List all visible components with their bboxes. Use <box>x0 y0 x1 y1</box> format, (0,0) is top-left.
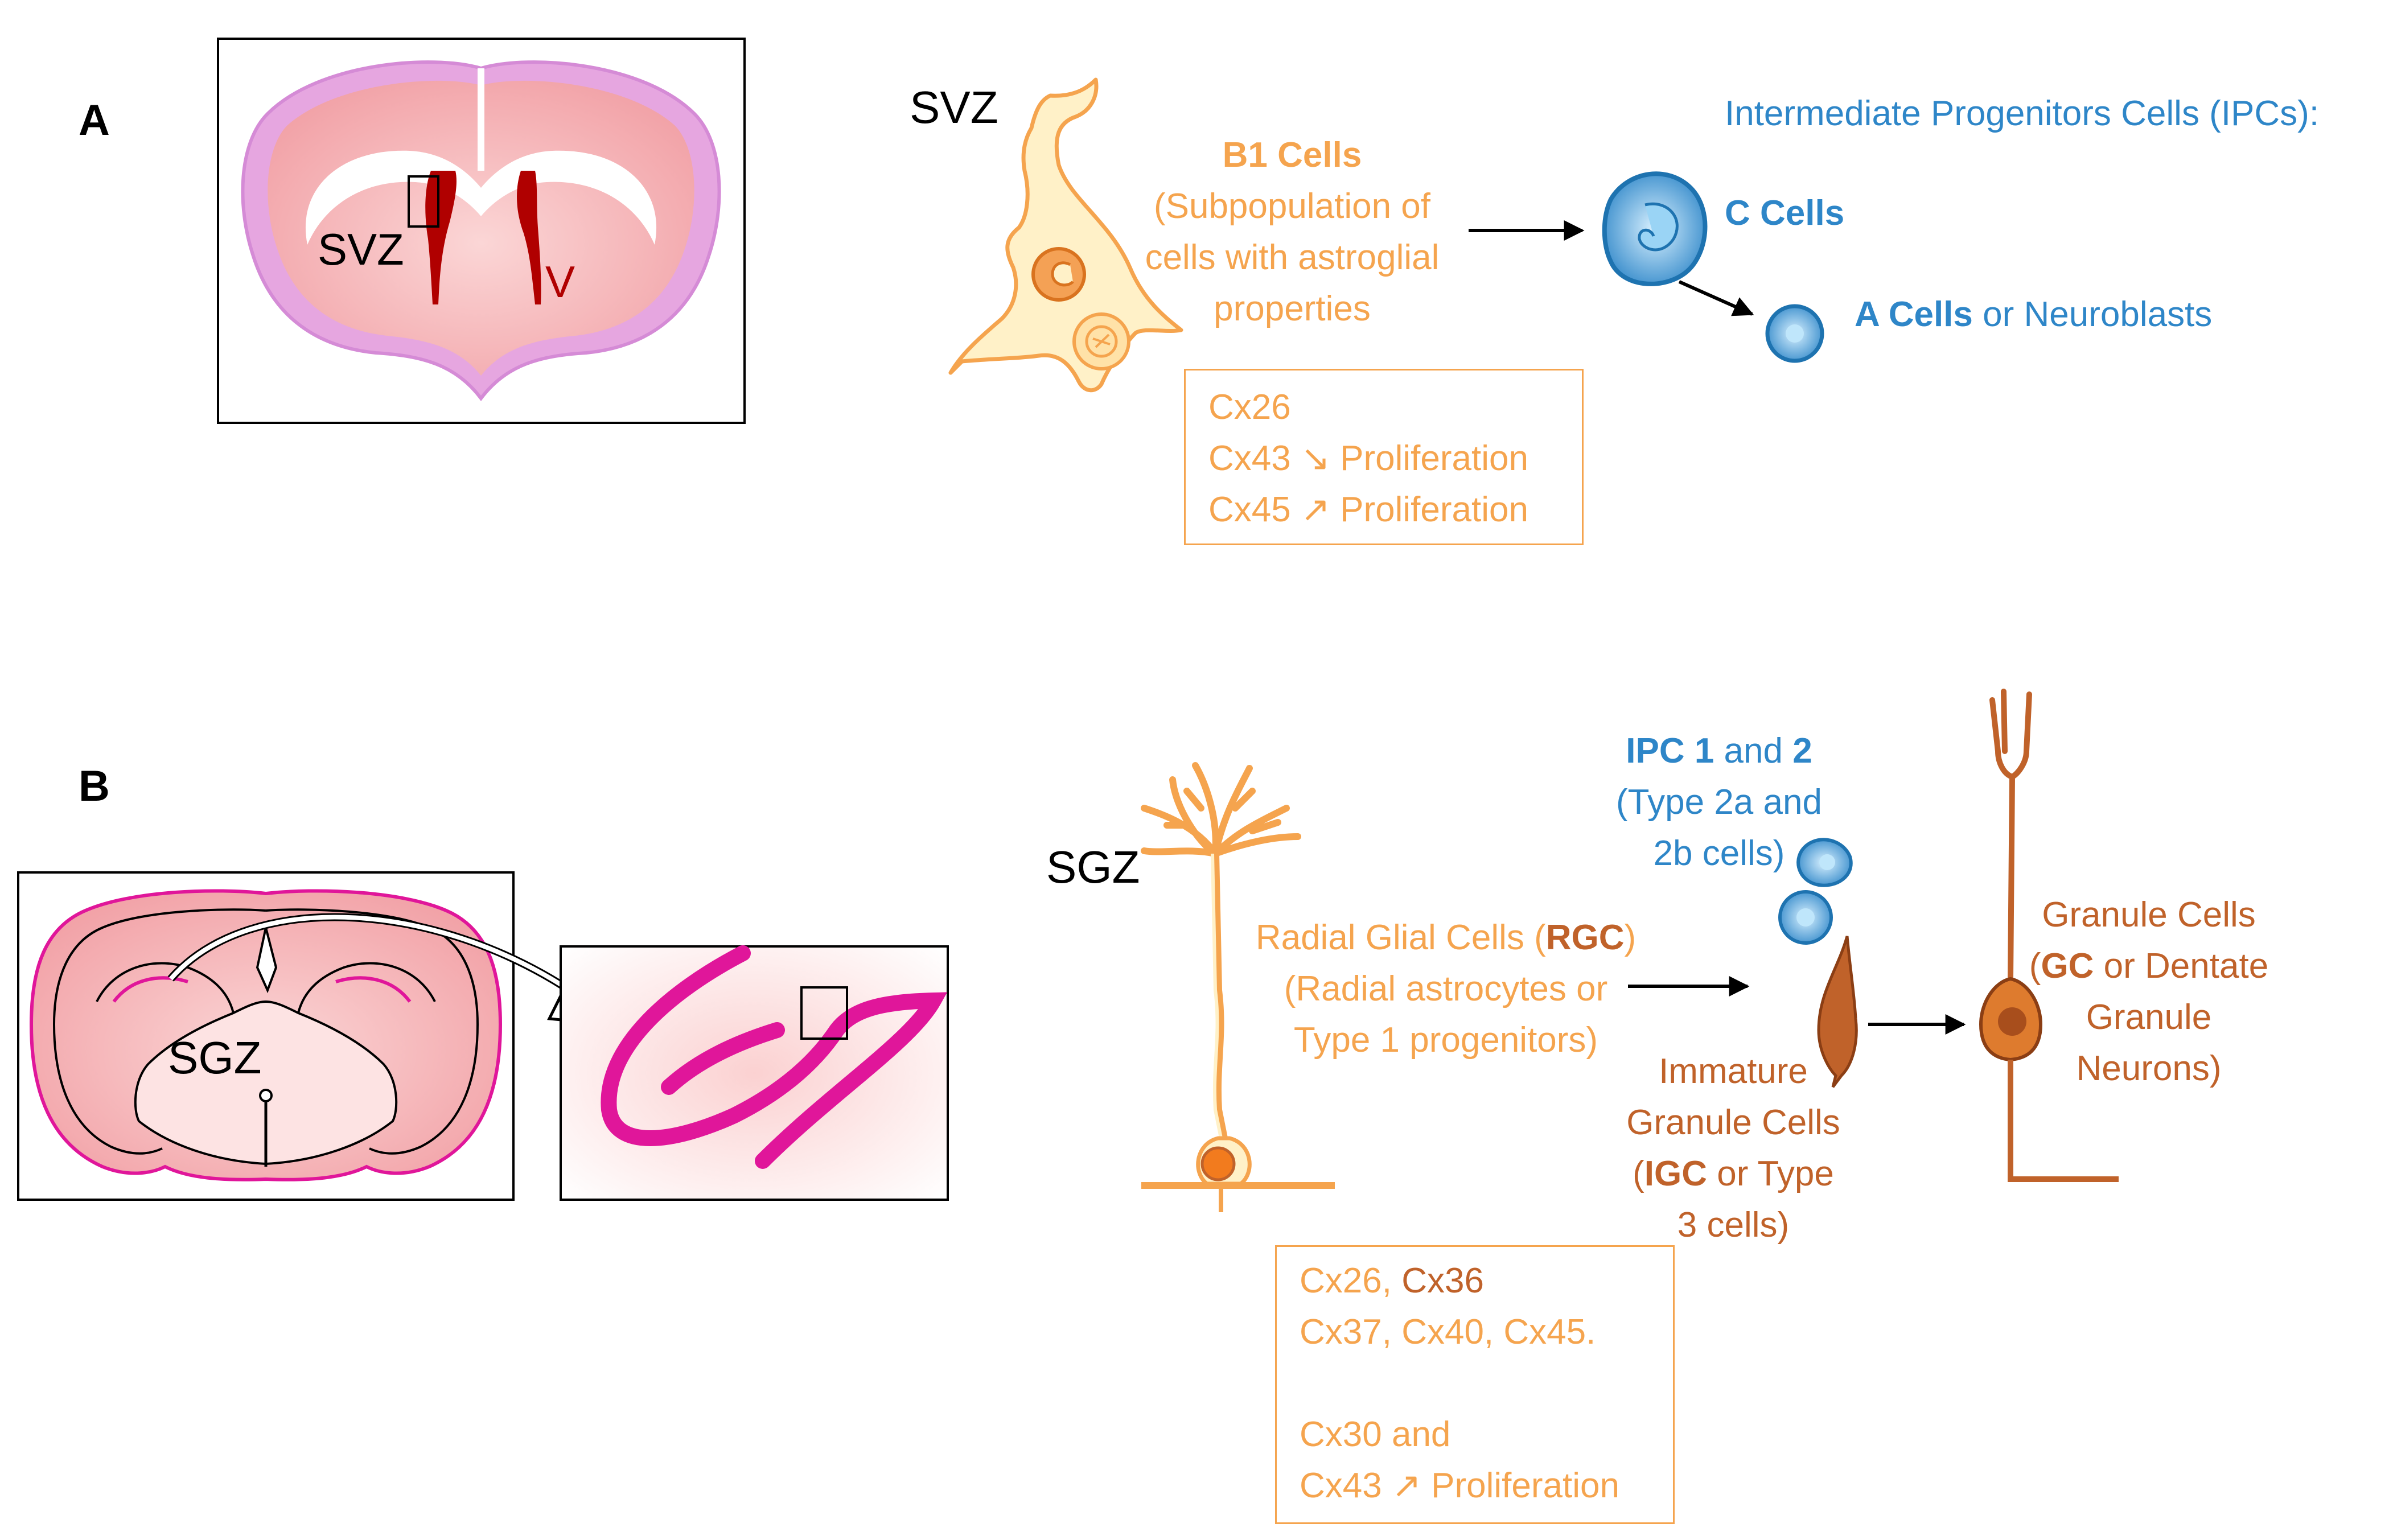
rgc-line1-post: ) <box>1624 918 1637 957</box>
svz-connexin-2: Cx43 ↘ Proliferation <box>1208 439 1528 478</box>
panel-a-letter: A <box>79 96 110 145</box>
dentate-gyrus-zoom <box>560 945 949 1201</box>
rgc-bold: RGC <box>1545 918 1625 957</box>
igc-bold: IGC <box>1644 1154 1707 1193</box>
svz-connexin-box: Cx26 Cx43 ↘ Proliferation Cx45 ↗ Prolife… <box>1184 369 1584 545</box>
igc-line4: 3 cells) <box>1677 1205 1790 1245</box>
igc-rest: or Type <box>1707 1154 1834 1193</box>
rgc-line3: Type 1 progenitors) <box>1293 1020 1598 1060</box>
immature-granule-cell <box>1817 936 1858 1088</box>
radial-glial-cell <box>1141 762 1335 1212</box>
igc-open-paren: ( <box>1633 1154 1644 1193</box>
gc-rest: or Dentate <box>2094 946 2269 986</box>
ipc-line3: 2b cells) <box>1653 834 1785 873</box>
igc-line1: Immature <box>1659 1052 1808 1091</box>
section-svz-label: SVZ <box>318 224 404 274</box>
ipc12-label: IPC 1 and 2 (Type 2a and 2b cells) <box>1594 726 1844 879</box>
b1-desc-line-2: cells with astroglial <box>1145 238 1440 277</box>
sgz-connexin-line4: Cx43 ↗ Proliferation <box>1300 1466 1619 1505</box>
ipc-header: Intermediate Progenitors Cells (IPCs): <box>1725 94 2320 133</box>
c-cell <box>1602 171 1708 286</box>
ipc-cells <box>1778 838 1853 945</box>
sgz-connexin-box: Cx26, Cx36 Cx37, Cx40, Cx45. Cx30 and Cx… <box>1275 1245 1675 1524</box>
sgz-connexin-line2: Cx37, Cx40, Cx45. <box>1300 1312 1596 1352</box>
a-cells-label: A Cells or Neuroblasts <box>1855 289 2212 340</box>
gc-label: Granule Cells (GC or Dentate Granule Neu… <box>2018 890 2280 1094</box>
sgz-connexin-line3: Cx30 and <box>1300 1415 1451 1454</box>
coronal-section-svz <box>217 38 746 424</box>
gc-line1: Granule Cells <box>2042 895 2256 934</box>
b1-desc-line-3: properties <box>1214 289 1371 328</box>
rgc-label: Radial Glial Cells (RGC) (Radial astrocy… <box>1224 912 1668 1066</box>
gc-bold: GC <box>2041 946 2094 986</box>
b1-cells-label: B1 Cells (Subpopulation of cells with as… <box>1116 130 1469 335</box>
ipc-line2: (Type 2a and <box>1616 783 1822 822</box>
b1-title: B1 Cells <box>1222 135 1362 175</box>
granule-cell-neuron <box>1979 689 2119 1182</box>
panel-b-letter: B <box>79 762 110 810</box>
igc-line2: Granule Cells <box>1626 1103 1840 1142</box>
a-cells-rest: or Neuroblasts <box>1972 295 2213 334</box>
svz-zone-label: SVZ <box>910 82 998 133</box>
ipc-and: and <box>1714 731 1793 771</box>
svz-connexin-1: Cx26 <box>1208 388 1291 427</box>
a-cells-bold: A Cells <box>1855 295 1973 334</box>
rgc-line2: (Radial astrocytes or <box>1284 969 1608 1008</box>
section-v-label: V <box>545 257 575 307</box>
b1-desc-line-1: (Subpopulation of <box>1153 187 1431 226</box>
sgz-connexin-line1-b: Cx36 <box>1401 1261 1484 1300</box>
sgz-zone-label: SGZ <box>1046 842 1140 892</box>
ipc-2-bold: 2 <box>1792 731 1812 771</box>
section-sgz-label: SGZ <box>168 1032 262 1083</box>
svz-connexin-3: Cx45 ↗ Proliferation <box>1208 490 1528 529</box>
gc-line3: Granule <box>2086 998 2212 1037</box>
c-cells-label: C Cells <box>1725 193 1845 233</box>
sgz-connexin-line1-a: Cx26, <box>1300 1261 1402 1300</box>
b1-astrocyte-cell <box>948 77 1183 393</box>
rgc-line1-pre: Radial Glial Cells ( <box>1255 918 1546 957</box>
igc-label: Immature Granule Cells (IGC or Type 3 ce… <box>1602 1046 1864 1251</box>
ipc-1-bold: IPC 1 <box>1626 731 1714 771</box>
gc-line4: Neurons) <box>2076 1049 2222 1088</box>
gc-open-paren: ( <box>2029 946 2041 986</box>
a-cell-neuroblast <box>1765 304 1824 363</box>
arrow-c-to-a <box>1678 280 1754 316</box>
